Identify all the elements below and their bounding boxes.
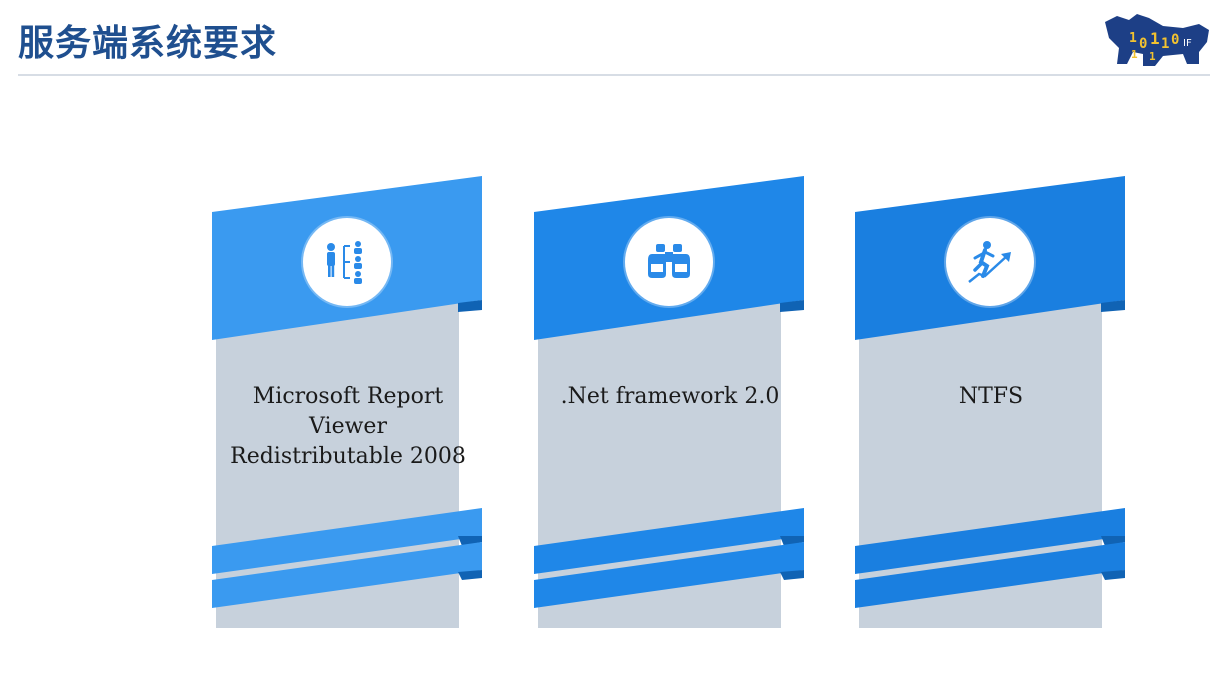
requirement-label: Microsoft Report Viewer Redistributable …: [230, 384, 466, 469]
svg-text:IF: IF: [1183, 38, 1192, 49]
svg-text:1: 1: [1150, 29, 1160, 48]
svg-text:1: 1: [1161, 36, 1169, 52]
requirement-label: NTFS: [958, 384, 1024, 409]
requirement-card-ntfs: NTFS: [855, 170, 1135, 640]
organization-chart-icon: [303, 218, 391, 306]
svg-text:0: 0: [1171, 32, 1179, 48]
requirement-label: .Net framework 2.0: [560, 384, 780, 409]
title-divider: [18, 74, 1210, 76]
svg-text:0: 0: [1139, 36, 1147, 52]
page-title: 服务端系统要求: [18, 23, 278, 64]
requirement-card-dotnet: .Net framework 2.0: [534, 170, 814, 640]
svg-text:1: 1: [1149, 50, 1156, 63]
binary-bull-logo: 1 0 1 1 0 1 1 IF: [1103, 8, 1211, 70]
svg-text:1: 1: [1129, 31, 1137, 46]
svg-text:1: 1: [1131, 48, 1138, 61]
binoculars-icon: [625, 218, 713, 306]
running-upstairs-icon: [946, 218, 1034, 306]
requirement-card-report-viewer: Microsoft Report Viewer Redistributable …: [212, 170, 492, 640]
